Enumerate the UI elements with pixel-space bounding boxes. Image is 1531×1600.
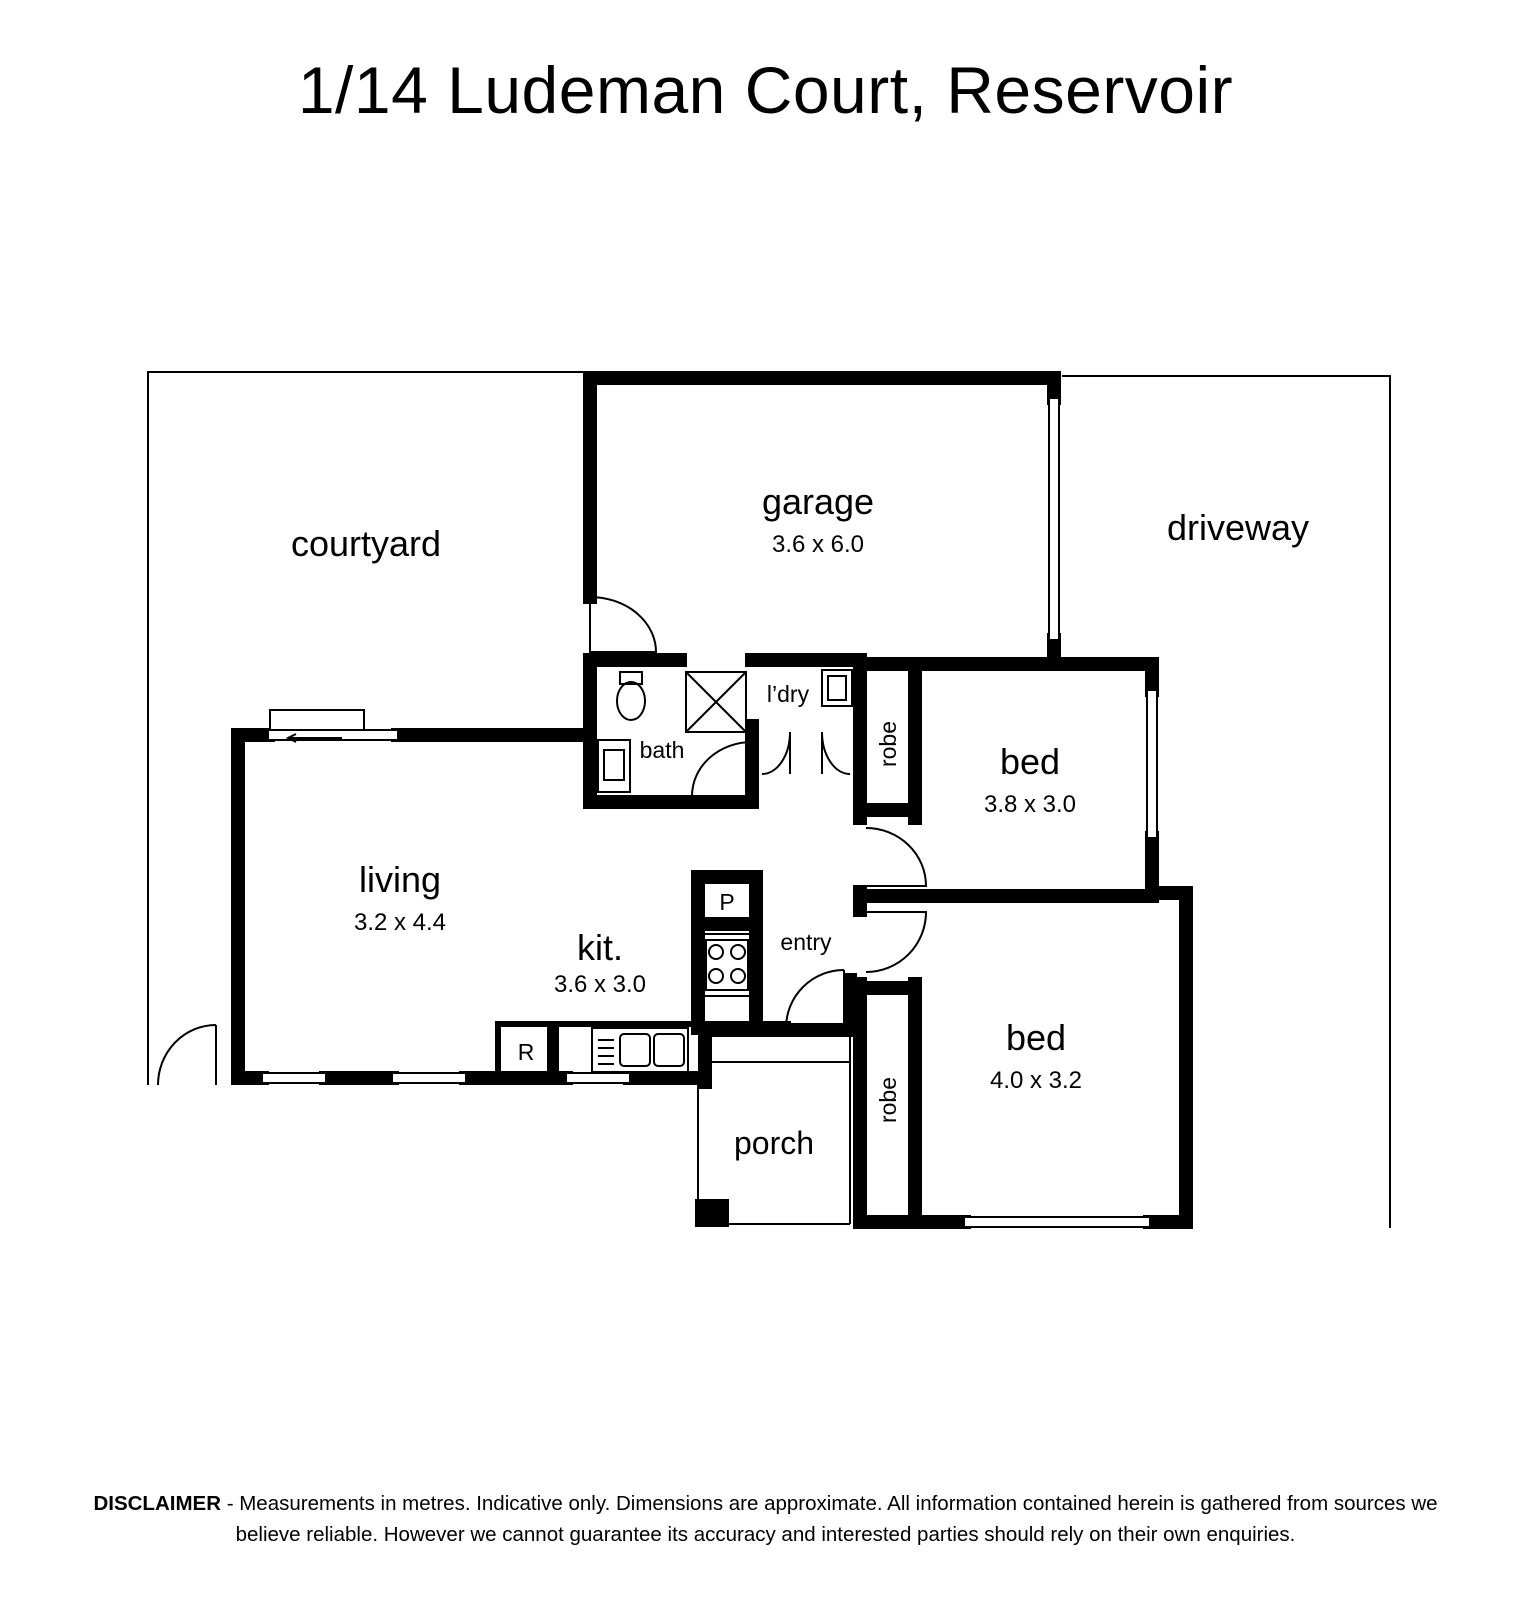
- walls: [231, 371, 1193, 1229]
- robe2-label: robe: [875, 1077, 901, 1123]
- porch-label: porch: [734, 1125, 814, 1161]
- disclaimer-text: - Measurements in metres. Indicative onl…: [221, 1492, 1438, 1546]
- bed1-size: 3.8 x 3.0: [984, 791, 1076, 818]
- living-label: living: [359, 859, 441, 900]
- laundry-label: l’dry: [767, 681, 810, 707]
- kitchen-sink-icon: [591, 1027, 689, 1073]
- shower-icon: [685, 671, 747, 733]
- page-title: 1/14 Ludeman Court, Reservoir: [297, 53, 1234, 127]
- doors: [157, 596, 928, 1086]
- pantry-label: P: [719, 889, 734, 915]
- kitchen-label: kit.: [577, 927, 623, 968]
- bed2-door: [865, 911, 928, 973]
- bath-label: bath: [640, 737, 685, 763]
- fridge-label: R: [518, 1039, 535, 1065]
- laundry-door: [761, 731, 851, 775]
- disclaimer-label: DISCLAIMER: [93, 1492, 222, 1515]
- bed2-size: 4.0 x 3.2: [990, 1067, 1082, 1094]
- kitchen-size: 3.6 x 3.0: [554, 971, 646, 998]
- garage-wall: [583, 371, 1061, 604]
- courtyard-gate-door: [157, 1024, 217, 1086]
- vanity-icon: [597, 739, 631, 793]
- windows: [261, 397, 1158, 1228]
- garage-label: garage: [762, 481, 874, 522]
- bath-wall: [583, 653, 759, 809]
- cooktop-icon: [699, 933, 755, 997]
- robe1-label: robe: [875, 721, 901, 767]
- garage-door: [589, 596, 658, 653]
- garage-size: 3.6 x 6.0: [772, 531, 864, 558]
- bed1-door: [865, 827, 928, 887]
- room-labels: courtyard garage 3.6 x 6.0 driveway bath…: [291, 481, 1309, 1161]
- bath-door: [690, 741, 753, 797]
- disclaimer: DISCLAIMER - Measurements in metres. Ind…: [90, 1488, 1441, 1550]
- fixtures: [495, 669, 853, 1078]
- laundry-trough-icon: [821, 669, 853, 707]
- bed2-label: bed: [1006, 1017, 1066, 1058]
- bed1-label: bed: [1000, 741, 1060, 782]
- site-boundary: [147, 371, 1391, 1228]
- entry-label: entry: [780, 929, 832, 955]
- courtyard-label: courtyard: [291, 523, 441, 564]
- pantry-box: [699, 877, 755, 923]
- entry-door: [784, 969, 845, 1029]
- toilet-icon: [616, 671, 646, 721]
- thin-lines: [697, 1030, 851, 1225]
- living-size: 3.2 x 4.4: [354, 909, 446, 936]
- driveway-label: driveway: [1167, 507, 1309, 548]
- living-wall-top: [231, 728, 275, 1085]
